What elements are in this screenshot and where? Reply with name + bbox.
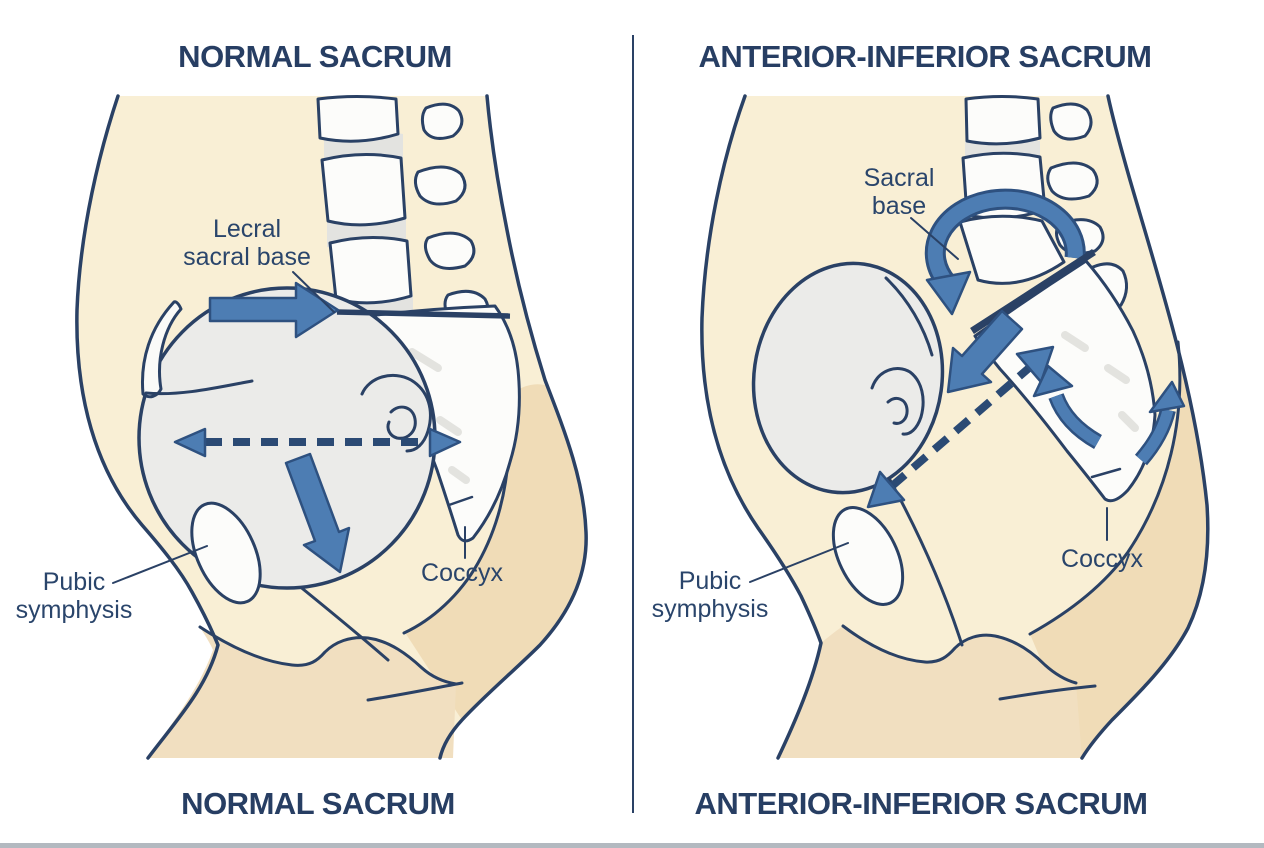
sacrum-mark-1 (1061, 331, 1089, 352)
left-pubic-symphysis-label: Pubic symphysis (15, 568, 133, 624)
body-front-outline (700, 94, 823, 760)
body-back-outline (1080, 94, 1210, 760)
coccyx-curved-arrow-a-band-fill (1050, 393, 1101, 447)
ear-outer (870, 367, 925, 436)
buttock-shade (1030, 342, 1208, 758)
pubic-symphysis-leader (112, 545, 208, 584)
coccyx-curved-arrow-b-band-fill (1136, 408, 1174, 464)
diameter-arrowhead-right (428, 427, 462, 458)
coccyx-curved-arrowhead-a (1032, 364, 1074, 398)
spinous-process-3 (423, 231, 476, 270)
left-title-bottom: NORMAL SACRUM (181, 786, 455, 821)
sacrum-mark-1 (408, 348, 442, 372)
thigh-crease-line (366, 681, 464, 702)
left-coccyx-label: Coccyx (421, 559, 503, 587)
spinous-process-1 (420, 102, 464, 140)
right-title-bottom: ANTERIOR-INFERIOR SACRUM (694, 786, 1149, 821)
lower-body-shade (778, 626, 1082, 758)
rotation-arrowhead (925, 270, 972, 316)
coccyx-joint-line (447, 495, 474, 507)
diagonal-dashed-line (889, 364, 1032, 490)
vertebra-3 (328, 235, 413, 305)
pubic-symphysis-leader (749, 542, 849, 583)
sacral-base-line (970, 249, 1096, 334)
ear-outer (360, 374, 432, 453)
sacral-base-line (336, 309, 511, 319)
ear-inner (386, 405, 417, 440)
birth-canal-line (296, 583, 390, 662)
body-front-outline (75, 94, 220, 760)
right-title-top: ANTERIOR-INFERIOR SACRUM (698, 39, 1153, 74)
rotation-arrow-band-fill (927, 191, 1083, 288)
head-crescent (141, 300, 183, 399)
descent-arrow (284, 452, 351, 574)
right-illustration (700, 94, 1210, 760)
vertebra-1 (316, 95, 400, 143)
head-fold-line (884, 276, 934, 357)
body-back-outline (438, 94, 588, 760)
right-sacral-base-label: Sacral base (863, 164, 935, 220)
ear-inner (886, 397, 909, 425)
pelvic-floor-line (841, 624, 1078, 685)
coccyx-curved-arrowhead-b (1148, 380, 1186, 414)
nutation-arrow (946, 309, 1024, 394)
spinous-process-1 (1049, 102, 1093, 141)
vertebra-3 (958, 214, 1066, 285)
sacrum-mark-2 (1104, 364, 1130, 384)
sacrum-mark-3 (1118, 411, 1139, 432)
lower-body-shade (148, 627, 456, 758)
thigh-crease-line (998, 684, 1097, 701)
left-title-top: NORMAL SACRUM (178, 39, 452, 74)
pelvic-floor-line (198, 625, 458, 686)
right-pubic-symphysis-label: Pubic symphysis (651, 567, 769, 623)
left-illustration (75, 94, 588, 760)
bottom-edge-strip (0, 843, 1264, 848)
sacral-base-leader (910, 217, 959, 260)
spinous-process-2 (1046, 161, 1099, 201)
vertebra-1 (964, 95, 1042, 146)
chin-line (144, 379, 254, 396)
sacrum-mark-2 (436, 416, 462, 436)
coccyx-joint-line (1090, 467, 1122, 479)
diameter-arrowhead-left (173, 427, 207, 458)
right-coccyx-label: Coccyx (1061, 545, 1143, 573)
left-sacral-base-label: Lecral sacral base (183, 215, 311, 271)
sacral-base-arrow (208, 281, 340, 339)
sacrum-mark-3 (448, 466, 470, 484)
pubic-symphysis-bone (831, 506, 905, 606)
spinous-process-2 (413, 165, 467, 206)
panel-divider (632, 35, 634, 813)
vertebra-2 (320, 152, 407, 227)
buttock-shade (406, 384, 587, 720)
pubic-symphysis-bone (190, 501, 262, 605)
fetal-head (751, 261, 945, 495)
sacral-base-leader (292, 271, 335, 313)
diagonal-arrowhead-lower (866, 470, 906, 509)
